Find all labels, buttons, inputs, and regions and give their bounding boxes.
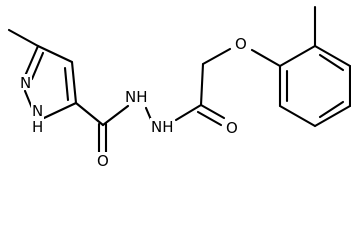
label-bg xyxy=(31,102,44,118)
pyrazole-n1-h-label: H xyxy=(32,118,43,136)
label-bg xyxy=(19,74,32,90)
bond-ch2-ether-o xyxy=(201,47,232,66)
label-bg xyxy=(225,119,239,135)
label-bg xyxy=(124,88,148,104)
label-bg xyxy=(150,118,174,134)
bond-ring-1-2 xyxy=(278,44,317,68)
bond-n2-c3 xyxy=(23,44,40,78)
bond-acetyl-ch2 xyxy=(199,62,205,107)
bond-ether-o-ring xyxy=(250,48,282,68)
atom-labels: N N H O NH NH O O xyxy=(19,35,248,170)
hydrazide-nh-1-label: NH xyxy=(125,88,148,106)
bond-c5-n1 xyxy=(42,101,78,120)
bond-nh-acetyl xyxy=(174,103,203,122)
bond-ring-2-3 xyxy=(313,44,351,68)
bond-c3-c4 xyxy=(36,44,74,64)
bond-c4-c5-double xyxy=(63,66,70,102)
bond-n1-n2 xyxy=(23,89,34,110)
bond-n2-c3-double xyxy=(30,51,45,81)
pyrazole-n2-label: N xyxy=(20,74,31,92)
bond-c4-c5 xyxy=(70,60,78,105)
hydrazide-nh-2-label: NH xyxy=(151,118,174,136)
bond-methyl-pyrazole xyxy=(7,28,40,48)
label-bg xyxy=(96,152,110,168)
pyrazole-n1-label: N xyxy=(32,102,43,120)
ether-oxygen-label: O xyxy=(235,35,247,53)
bond-c5-carbonyl xyxy=(74,101,105,127)
acetyl-carbonyl-oxygen-label: O xyxy=(226,119,238,137)
amide-carbonyl-oxygen-label: O xyxy=(97,152,109,170)
bond-ring-inner-a xyxy=(318,53,345,72)
bond-ring-inner-b xyxy=(318,100,345,119)
bond-carbonyl-nh xyxy=(101,104,130,127)
label-bg xyxy=(234,35,248,51)
bond-ring-4-5 xyxy=(313,104,351,128)
bond-ring-5-6 xyxy=(278,104,317,128)
bond-acetyl-o xyxy=(199,103,226,120)
bonds xyxy=(7,5,351,157)
label-bg xyxy=(31,118,44,134)
bond-acetyl-o-double xyxy=(196,110,223,127)
chemical-structure-diagram: N N H O NH NH O O xyxy=(7,5,351,170)
